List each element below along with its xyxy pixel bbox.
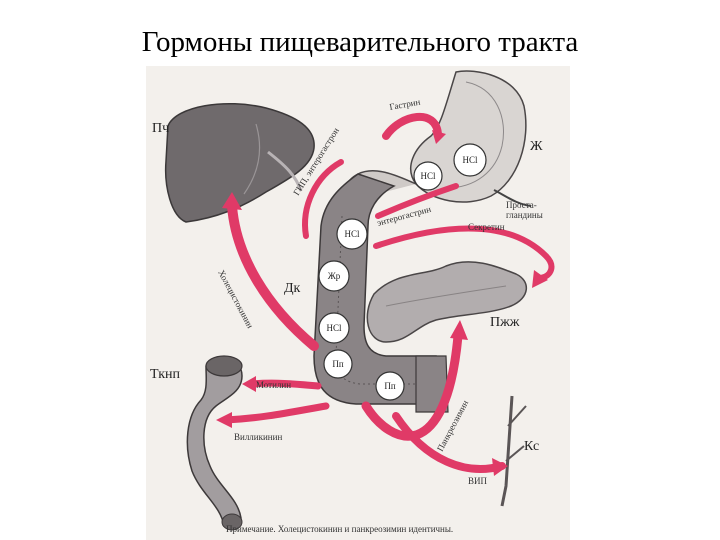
caption: Примечание. Холецистокинин и панкреозими… [226,524,453,534]
pancreas-shape [366,261,527,343]
vessel-shape [500,395,527,507]
lower-intestine-shape [415,355,449,413]
pancreozymin-arrow [361,331,463,441]
food-label-2: Пп [384,381,395,391]
duodenum-label: Дк [284,281,301,296]
vessel-label: Кс [524,439,539,454]
villikinin-label: Вилликинин [234,432,282,442]
gastrin-label: Гастрин [389,97,422,112]
hormone-arrows [222,113,555,473]
prostaglandins-label: Проста- гландины [506,200,543,220]
small-intestine-shape [186,355,243,531]
enterogastrin-arrow [375,183,459,219]
prostaglandins-line-1: Проста- [506,200,537,210]
fat-label: Жр [328,271,341,281]
liver-shape [164,102,315,223]
hormone-diagram: HCl HCl HCl Жр HCl Пп Пп Пч Ж Дк Пжж Ткн… [146,66,570,540]
prostaglandin-arrow [493,189,532,207]
slide-title: Гормоны пищеварительного тракта [141,26,579,58]
cholecystokinin-arrow [227,201,319,351]
hcl-label-2: HCl [420,171,436,181]
motilin-label: Мотилин [256,380,291,390]
villikinin-arrow [222,402,330,424]
vip-label: ВИП [468,476,488,486]
food-label: Пп [332,359,343,369]
prostaglandins-line-2: гландины [506,210,543,220]
stimulus-circles [318,143,487,401]
motilin-arrow [246,379,322,390]
diagram-svg: HCl HCl HCl Жр HCl Пп Пп Пч Ж Дк Пжж Ткн… [150,70,555,534]
hcl-label-3: HCl [344,229,360,239]
pancreas-label: Пжж [490,315,520,330]
gastrin-arrow [382,113,442,140]
hcl-label-1: HCl [462,155,478,165]
gip-arrow [302,159,344,239]
vip-arrow [392,412,506,473]
liver-label: Пч [152,121,169,136]
small-intestine-label: Ткнп [150,367,180,382]
arrow-heads [216,130,548,476]
stomach-label: Ж [530,139,543,154]
hcl-label-4: HCl [326,323,342,333]
secretin-label: Секретин [468,222,505,232]
secretin-arrow [373,225,555,281]
